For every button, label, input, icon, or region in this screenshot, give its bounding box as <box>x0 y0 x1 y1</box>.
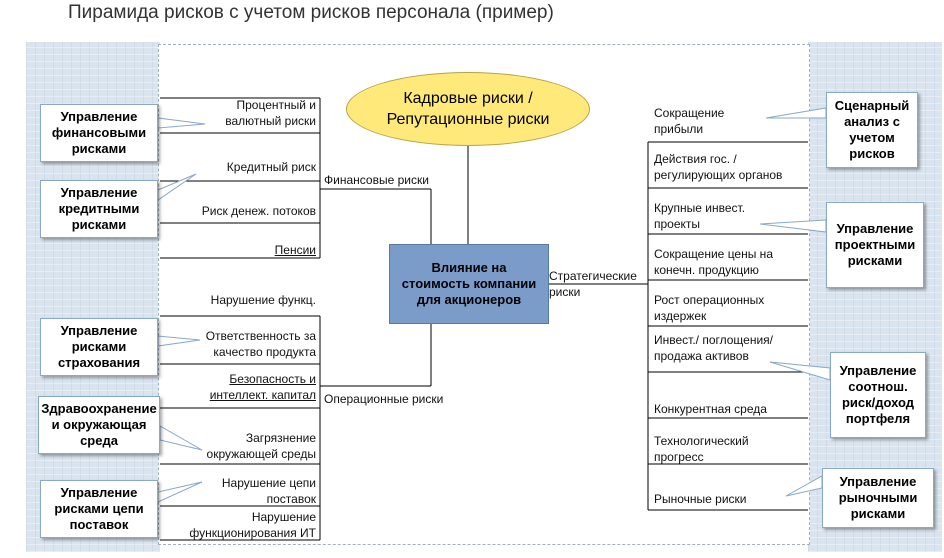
branch-operational-label: Операционные риски <box>324 392 444 406</box>
right-item-profit-reduction: Сокращение прибыли <box>654 106 725 136</box>
callout-portfolio-risk-return: Управление соотнош. риск/доход портфеля <box>830 352 926 438</box>
callout-financial-risk-mgmt: Управление финансовыми рисками <box>40 104 158 162</box>
branch-financial-label: Финансовые риски <box>324 173 429 187</box>
left-item-product-liability: Ответственность за качество продукта <box>205 329 316 359</box>
left-item-supply-chain: Нарушение цепи поставок <box>221 476 316 506</box>
callout-health-environment-label: Здравоохранение и окружающая среда <box>41 401 157 448</box>
callout-supply-chain-risk-mgmt: Управление рисками цепи поставок <box>40 480 158 538</box>
callout-portfolio-risk-return-label: Управление соотнош. риск/доход портфеля <box>839 363 917 426</box>
left-item-currency-risk: Процентный и валютный риски <box>225 98 316 128</box>
right-item-tech-progress: Технологический прогресс <box>654 434 749 464</box>
right-item-market-risks: Рыночные риски <box>654 492 747 506</box>
callout-financial-risk-mgmt-label: Управление финансовыми рисками <box>51 109 147 156</box>
right-item-cost-growth: Рост операционных издержек <box>654 293 765 323</box>
left-item-cashflow-risk: Риск денеж. потоков <box>201 204 316 218</box>
callout-scenario-analysis-label: Сценарный анализ с учетом рисков <box>834 98 910 161</box>
callout-market-risk-mgmt-label: Управление рыночными рисками <box>838 474 918 521</box>
left-item-credit-risk: Кредитный риск <box>226 160 316 174</box>
hr-reputation-risks-label: Кадровые риски / Репутационные риски <box>386 90 550 128</box>
right-item-price-reduction: Сокращение цены на конечн. продукцию <box>654 247 773 277</box>
callout-market-risk-mgmt: Управление рыночными рисками <box>822 468 934 528</box>
page-title: Пирамида рисков с учетом рисков персонал… <box>68 2 554 23</box>
left-item-security-ip: Безопасность и интеллект. капитал <box>209 372 316 402</box>
callout-credit-risk-mgmt-label: Управление кредитными рисками <box>58 185 140 232</box>
left-item-pensions: Пенсии <box>274 243 316 257</box>
callout-project-risk-mgmt-label: Управление проектными рисками <box>834 221 916 268</box>
callout-insurance-risk-mgmt-label: Управление рисками страхования <box>57 323 141 370</box>
callout-scenario-analysis: Сценарный анализ с учетом рисков <box>826 92 918 168</box>
right-item-ma-divestment: Инвест./ поглощения/ продажа активов <box>654 333 774 363</box>
left-item-function-disruption: Нарушение функц. <box>210 293 316 307</box>
callout-insurance-risk-mgmt: Управление рисками страхования <box>40 318 158 376</box>
callout-project-risk-mgmt: Управление проектными рисками <box>826 202 924 288</box>
left-item-pollution: Загрязнение окружающей среды <box>206 431 316 461</box>
shareholder-value-node: Влияние на стоимость компании для акцион… <box>389 244 549 324</box>
right-item-gov-actions: Действия гос. / регулирующих органов <box>654 152 783 182</box>
callout-supply-chain-risk-mgmt-label: Управление рисками цепи поставок <box>54 485 144 532</box>
callout-health-environment: Здравоохранение и окружающая среда <box>38 396 160 454</box>
branch-strategic-label: Стратегические риски <box>549 269 637 299</box>
right-item-competition: Конкурентная среда <box>654 402 767 416</box>
hr-reputation-risks-node: Кадровые риски / Репутационные риски <box>346 72 590 146</box>
left-item-it-disruption: Нарушение функционирования ИТ <box>189 510 316 540</box>
shareholder-value-label: Влияние на стоимость компании для акцион… <box>401 260 537 307</box>
callout-credit-risk-mgmt: Управление кредитными рисками <box>40 180 158 238</box>
right-item-investment-projects: Крупные инвест. проекты <box>654 201 746 231</box>
